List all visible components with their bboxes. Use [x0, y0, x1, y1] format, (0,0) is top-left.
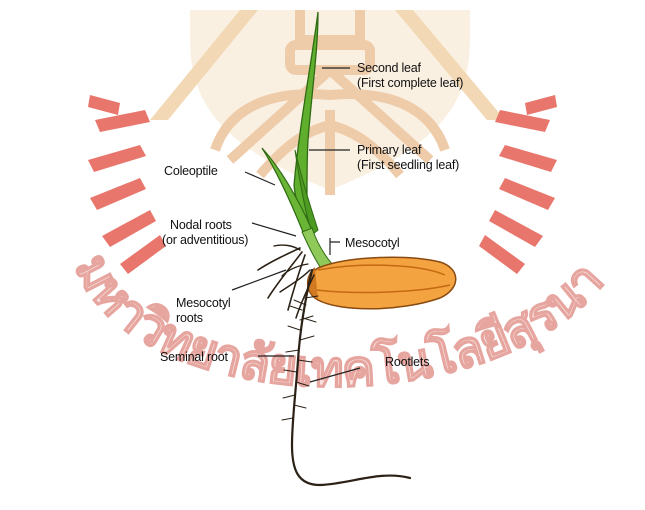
- label-primary-leaf: Primary leaf: [357, 143, 421, 157]
- seal-rays-right: [479, 95, 557, 274]
- label-seminal-root: Seminal root: [160, 350, 228, 364]
- label-mesocotyl-roots-line1: Mesocotyl: [176, 296, 230, 310]
- leader-mesocotyl: [330, 238, 340, 255]
- leader-nodal-roots: [252, 223, 296, 236]
- label-primary-leaf-note: (First seedling leaf): [357, 158, 459, 172]
- seal-rays-left: [88, 95, 166, 274]
- label-second-leaf-note: (First complete leaf): [357, 76, 463, 90]
- label-rootlets: Rootlets: [385, 355, 429, 369]
- label-coleoptile: Coleoptile: [164, 164, 218, 178]
- label-nodal-roots: Nodal roots: [170, 218, 232, 232]
- leader-mesocotyl-roots: [232, 270, 286, 290]
- label-mesocotyl-roots-line2: roots: [176, 311, 203, 325]
- label-mesocotyl: Mesocotyl: [345, 236, 399, 250]
- label-second-leaf: Second leaf: [357, 61, 421, 75]
- seed: [307, 257, 455, 308]
- label-nodal-roots-note: (or adventitious): [162, 233, 248, 247]
